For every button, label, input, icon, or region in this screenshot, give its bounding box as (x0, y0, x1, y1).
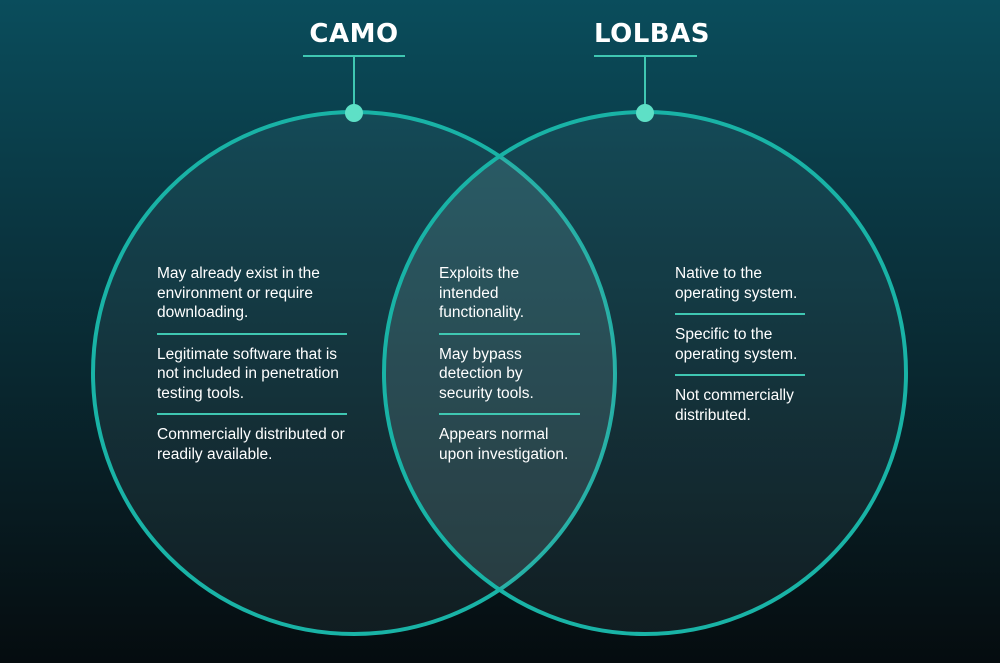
camo-item: Commercially distributed or readily avai… (157, 426, 345, 463)
lolbas-item: Specific to the operating system. (675, 326, 798, 363)
camo-column: May already exist in the environment or … (157, 264, 347, 474)
shared-divider (439, 413, 580, 415)
lolbas-connector-dot (636, 104, 654, 122)
intersection-area (386, 114, 615, 632)
camo-title: CAMO (309, 19, 399, 49)
lolbas-divider (675, 313, 805, 315)
lolbas-title: LOLBAS (594, 19, 710, 49)
shared-item: May bypass detection by security tools. (439, 345, 534, 402)
lolbas-divider (675, 374, 805, 376)
shared-item: Exploits the intended functionality. (439, 265, 525, 321)
camo-item: May already exist in the environment or … (157, 265, 320, 321)
camo-item: Legitimate software that is not included… (157, 345, 339, 402)
lolbas-item: Not commercially distributed. (675, 387, 794, 424)
shared-item: Appears normal upon investigation. (439, 426, 569, 463)
camo-connector-dot (345, 104, 363, 122)
lolbas-item: Native to the operating system. (675, 265, 798, 302)
lolbas-column: Native to the operating system. Specific… (675, 264, 805, 435)
shared-divider (439, 332, 580, 335)
camo-divider (157, 413, 347, 415)
camo-divider (157, 332, 347, 335)
shared-column: Exploits the intended functionality. May… (439, 264, 580, 474)
